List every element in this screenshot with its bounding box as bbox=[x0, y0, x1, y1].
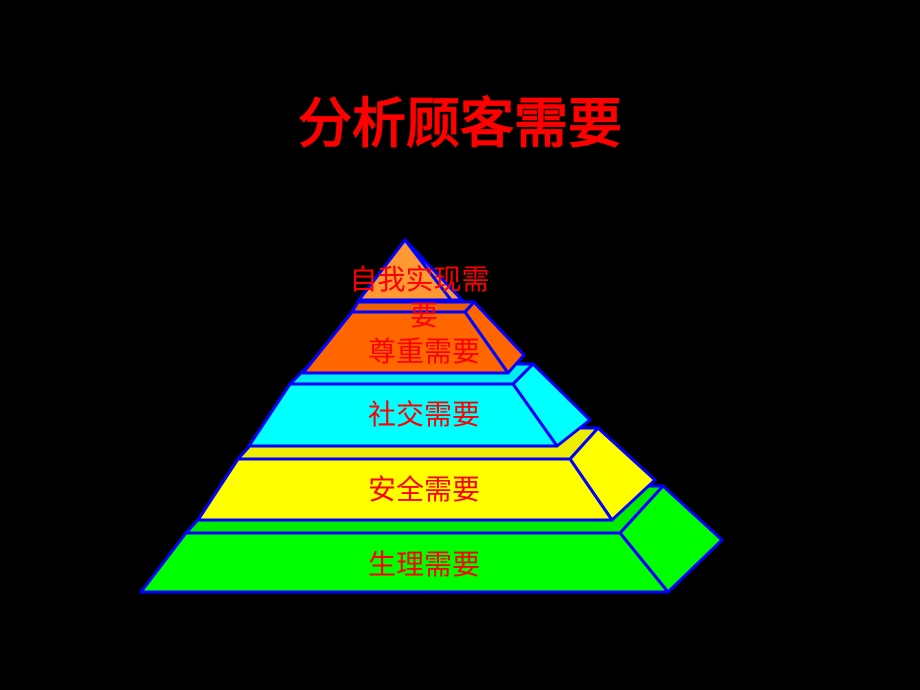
tier-social-label: 社交需要 bbox=[368, 398, 480, 431]
tier-self-actualization-front bbox=[357, 238, 453, 302]
tier-physiological-front bbox=[139, 531, 670, 594]
tier-self-actualization-label-line2: 要 bbox=[410, 299, 438, 332]
tier-self-actualization-label-line1: 自我实现需 bbox=[350, 263, 490, 296]
tier-esteem-label: 尊重需要 bbox=[368, 335, 480, 368]
tier-self-actualization: 自我实现需 要 bbox=[350, 238, 499, 332]
tier-safety-front bbox=[196, 457, 614, 522]
tier-esteem: 尊重需要 bbox=[301, 300, 526, 375]
tier-physiological-label: 生理需要 bbox=[368, 548, 480, 581]
tier-self-actualization-label: 自我实现需 要 bbox=[350, 263, 499, 332]
tier-safety-label: 安全需要 bbox=[368, 473, 480, 506]
tier-social: 社交需要 bbox=[247, 362, 592, 448]
tier-social-front bbox=[247, 382, 559, 448]
slide-title: 分析顾客需要 bbox=[298, 91, 622, 155]
tier-esteem-front bbox=[301, 310, 510, 375]
